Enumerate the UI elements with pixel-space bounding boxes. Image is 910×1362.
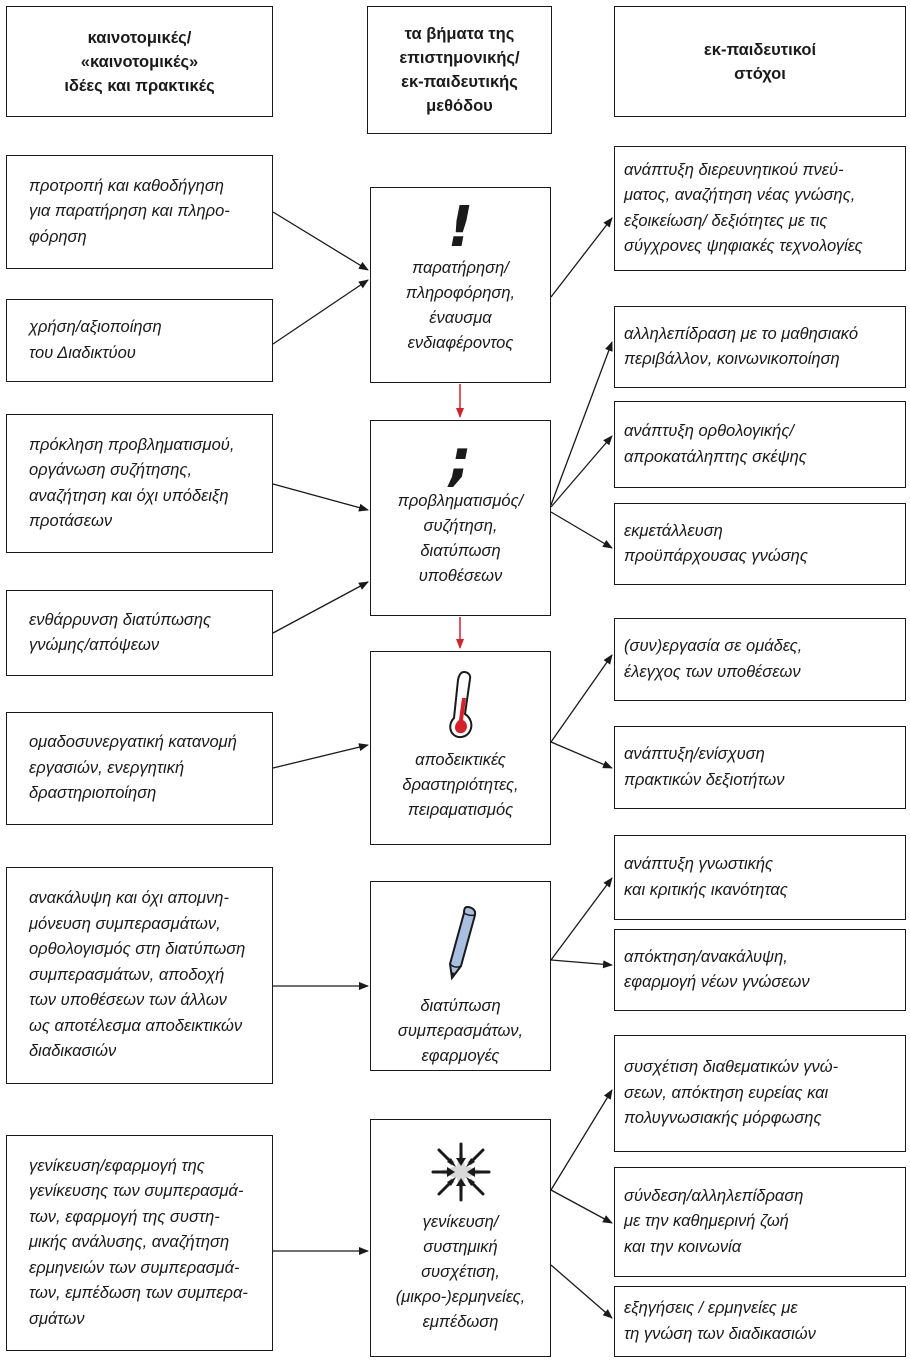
practice-box: ομαδοσυνεργατική κατανομή εργασιών, ενερ… bbox=[6, 712, 273, 825]
practice-box: προτροπή και καθοδήγηση για παρατήρηση κ… bbox=[6, 155, 273, 269]
goal-box: σύνδεση/αλληλεπίδραση με την καθημερινή … bbox=[614, 1167, 906, 1277]
header-left: καινοτομικές/ «καινοτομικές» ιδέες και π… bbox=[6, 6, 273, 117]
arrow-practice-to-step bbox=[272, 743, 369, 769]
practice-box: ενθάρρυνση διατύπωσης γνώμης/απόψεων bbox=[6, 590, 273, 676]
semicolon-icon: ; bbox=[449, 428, 472, 493]
step-text: διατύπωση συμπερασμάτων, εφαρμογές bbox=[397, 997, 524, 1065]
goal-box: αλληλεπίδραση με το μαθησιακό περιβάλλον… bbox=[614, 306, 906, 388]
method-step-conclusions: διατύπωση συμπερασμάτων, εφαρμογές bbox=[370, 881, 551, 1071]
goal-box: εκμετάλλευση προϋπάρχουσας γνώσης bbox=[614, 503, 906, 585]
goal-text: (συν)εργασία σε ομάδες, έλεγχος των υποθ… bbox=[624, 637, 803, 681]
arrow-step-to-goal bbox=[550, 1089, 613, 1191]
arrow-practice-to-step bbox=[272, 581, 369, 634]
goal-box: (συν)εργασία σε ομάδες, έλεγχος των υποθ… bbox=[614, 618, 906, 701]
goal-box: συσχέτιση διαθεματικών γνώ- σεων, απόκτη… bbox=[614, 1035, 906, 1152]
step-text: παρατήρηση/ πληροφόρηση, έναυσμα ενδιαφέ… bbox=[405, 259, 516, 352]
header-right-text: εκ-παιδευτικοί στόχοι bbox=[703, 40, 817, 83]
step-text: αποδεικτικές δραστηριότητες, πειραματισμ… bbox=[402, 751, 519, 819]
practice-box: ανακάλυψη και όχι απομνη- μόνευση συμπερ… bbox=[6, 867, 273, 1084]
pencil-icon bbox=[441, 904, 481, 984]
arrow-step-to-goal bbox=[550, 511, 613, 549]
arrow-step-to-goal bbox=[550, 959, 613, 969]
header-middle-text: τα βήματα της επιστημονικής/ εκ-παιδευτι… bbox=[399, 25, 520, 115]
practice-text: ανακάλυψη και όχι απομνη- μόνευση συμπερ… bbox=[29, 889, 246, 1061]
goal-text: ανάπτυξη ορθολογικής/ απροκατάληπτης σκέ… bbox=[624, 422, 807, 466]
method-step-generalization: γενίκευση/ συστημική συσχέτιση, (μικρο-)… bbox=[370, 1119, 551, 1357]
arrow-practice-to-step bbox=[272, 483, 369, 512]
practice-text: γενίκευση/εφαρμογή της γενίκευσης των συ… bbox=[29, 1156, 248, 1328]
goal-box: ανάπτυξη/ενίσχυση πρακτικών δεξιοτήτων bbox=[614, 726, 906, 809]
goal-text: ανάπτυξη/ενίσχυση πρακτικών δεξιοτήτων bbox=[624, 745, 785, 789]
goal-box: απόκτηση/ανακάλυψη, εφαρμογή νέων γνώσεω… bbox=[614, 929, 906, 1011]
converging-arrows-icon bbox=[429, 1140, 493, 1204]
goal-text: εξηγήσεις / ερμηνείες με τη γνώση των δι… bbox=[624, 1299, 816, 1343]
step-text: γενίκευση/ συστημική συσχέτιση, (μικρο-)… bbox=[395, 1213, 526, 1331]
goal-text: εκμετάλλευση προϋπάρχουσας γνώσης bbox=[624, 521, 808, 566]
practice-box: πρόκληση προβληματισμού, οργάνωση συζήτη… bbox=[6, 414, 273, 553]
goal-box: ανάπτυξη διερευνητικού πνεύ- ματος, αναζ… bbox=[614, 146, 906, 271]
arrow-step-to-goal bbox=[550, 877, 613, 961]
practice-text: προτροπή και καθοδήγηση για παρατήρηση κ… bbox=[29, 176, 230, 246]
practice-text: ομαδοσυνεργατική κατανομή εργασιών, ενερ… bbox=[29, 733, 237, 803]
practice-text: χρήση/αξιοποίηση του Διαδικτύου bbox=[29, 318, 162, 362]
goal-text: συσχέτιση διαθεματικών γνώ- σεων, απόκτη… bbox=[624, 1058, 839, 1128]
goal-text: απόκτηση/ανακάλυψη, εφαρμογή νέων γνώσεω… bbox=[624, 947, 810, 992]
goal-text: ανάπτυξη γνωστικής και κριτικής ικανότητ… bbox=[624, 855, 788, 899]
practice-box: χρήση/αξιοποίηση του Διαδικτύου bbox=[6, 299, 273, 382]
arrow-step-to-goal bbox=[550, 217, 613, 298]
goal-text: αλληλεπίδραση με το μαθησιακό περιβάλλον… bbox=[624, 324, 859, 369]
goal-text: ανάπτυξη διερευνητικού πνεύ- ματος, αναζ… bbox=[624, 160, 863, 256]
goal-box: ανάπτυξη ορθολογικής/ απροκατάληπτης σκέ… bbox=[614, 401, 906, 488]
practice-text: πρόκληση προβληματισμού, οργάνωση συζήτη… bbox=[29, 435, 235, 531]
arrow-practice-to-step bbox=[272, 279, 369, 345]
method-step-hypotheses: ; προβληματισμός/ συζήτηση, διατύπωση υπ… bbox=[370, 420, 551, 616]
goal-box: εξηγήσεις / ερμηνείες με τη γνώση των δι… bbox=[614, 1286, 906, 1357]
goal-box: ανάπτυξη γνωστικής και κριτικής ικανότητ… bbox=[614, 835, 906, 920]
arrow-step-to-goal bbox=[550, 741, 613, 769]
arrow-practice-to-step bbox=[272, 211, 369, 271]
arrow-step-to-goal bbox=[550, 1189, 613, 1224]
header-middle: τα βήματα της επιστημονικής/ εκ-παιδευτι… bbox=[367, 6, 552, 134]
thermometer-icon bbox=[441, 668, 481, 744]
goal-text: σύνδεση/αλληλεπίδραση με την καθημερινή … bbox=[624, 1186, 804, 1256]
practice-box: γενίκευση/εφαρμογή της γενίκευσης των συ… bbox=[6, 1135, 273, 1351]
exclamation-icon: ! bbox=[447, 195, 474, 260]
arrow-step-to-goal bbox=[550, 341, 613, 506]
practice-text: ενθάρρυνση διατύπωσης γνώμης/απόψεων bbox=[29, 610, 212, 655]
arrow-step-to-goal bbox=[550, 435, 613, 508]
step-text: προβληματισμός/ συζήτηση, διατύπωση υποθ… bbox=[397, 492, 524, 585]
method-step-observation: ! παρατήρηση/ πληροφόρηση, έναυσμα ενδια… bbox=[370, 187, 551, 383]
header-right: εκ-παιδευτικοί στόχοι bbox=[614, 6, 906, 117]
arrow-step-to-goal bbox=[550, 1264, 613, 1319]
header-left-text: καινοτομικές/ «καινοτομικές» ιδέες και π… bbox=[64, 28, 215, 95]
arrow-step-to-goal bbox=[550, 654, 613, 743]
method-step-experiments: αποδεικτικές δραστηριότητες, πειραματισμ… bbox=[370, 651, 551, 845]
